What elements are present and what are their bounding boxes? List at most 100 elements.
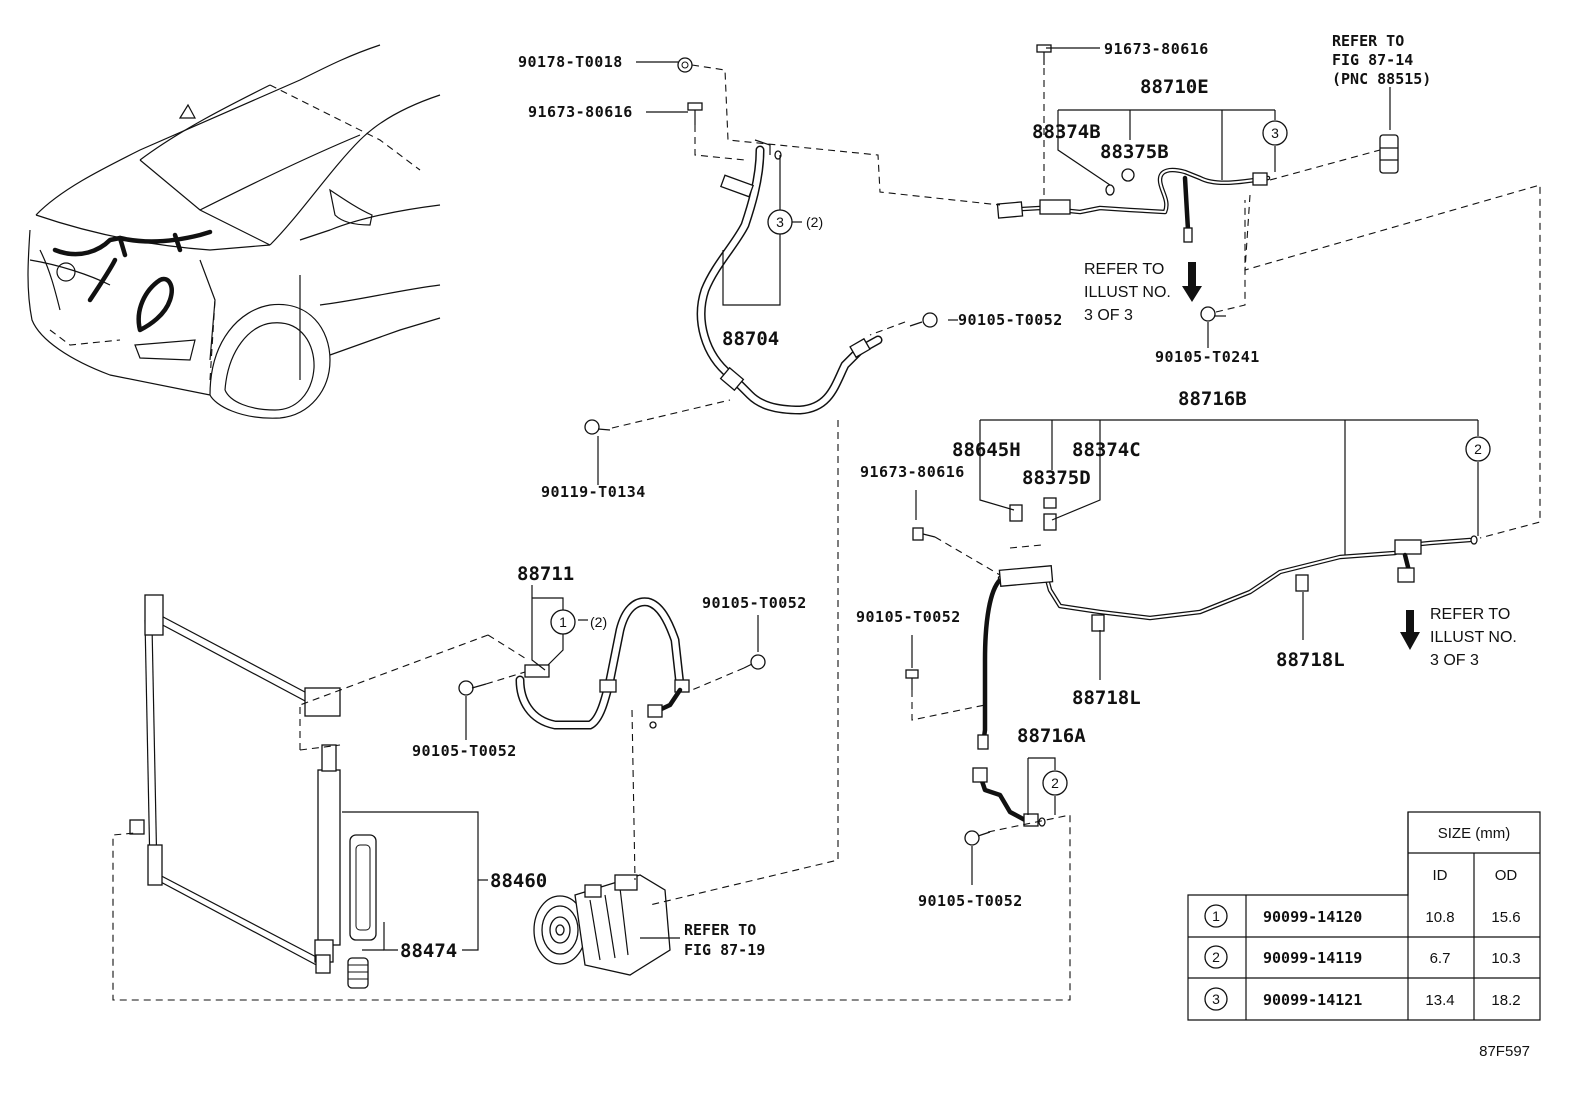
- circle-mark-1: 1: [550, 609, 576, 635]
- label-88718L-a: 88718L: [1072, 687, 1141, 709]
- label-90119-T0134: 90119-T0134: [541, 483, 646, 501]
- svg-text:REFER TO: REFER TO: [1430, 606, 1510, 623]
- note-refer-illust-top: REFER TO ILLUST NO. 3 OF 3: [1084, 261, 1171, 324]
- arrow-down-icon: [1182, 262, 1202, 302]
- size-table-col-id: ID: [1433, 867, 1448, 884]
- label-88645H: 88645H: [952, 439, 1021, 461]
- bolt-90105-b: [905, 669, 919, 690]
- circle-mark-3-b: 3: [1262, 120, 1288, 146]
- circle-mark-2-b: 2: [1042, 770, 1068, 796]
- figure-code: 87F597: [1479, 1043, 1530, 1060]
- label-88474: 88474: [400, 940, 457, 962]
- svg-text:3: 3: [1271, 125, 1279, 141]
- bolt-90105-c: [964, 830, 991, 846]
- svg-text:3 OF 3: 3 OF 3: [1430, 652, 1479, 669]
- svg-text:(PNC 88515): (PNC 88515): [1332, 70, 1431, 88]
- label-88375B: 88375B: [1100, 141, 1169, 163]
- bolt-91673-a: [687, 102, 703, 125]
- label-88718L-b: 88718L: [1276, 649, 1345, 671]
- note-refer-fig-87-14: REFER TO FIG 87-14 (PNC 88515): [1332, 32, 1431, 88]
- label-88460: 88460: [490, 870, 547, 892]
- svg-text:REFER TO: REFER TO: [1332, 32, 1404, 50]
- qty-mark-1: (2): [590, 614, 607, 630]
- size-table: SIZE (mm) ID OD 1 90099-14120 10.8 15.6 …: [1187, 811, 1541, 1021]
- circle-mark-2-a: 2: [1465, 436, 1491, 462]
- label-90105-T0241: 90105-T0241: [1155, 348, 1260, 366]
- compressor: [533, 874, 671, 976]
- svg-text:2: 2: [1212, 949, 1220, 965]
- label-88711: 88711: [517, 563, 574, 585]
- svg-text:3: 3: [776, 214, 784, 230]
- condenser-88460: [129, 594, 341, 974]
- hose-88711: [515, 597, 690, 730]
- svg-text:15.6: 15.6: [1491, 909, 1520, 926]
- svg-text:REFER TO: REFER TO: [684, 921, 756, 939]
- tube-88710E: [996, 167, 1271, 243]
- table-row: 2 90099-14119 6.7 10.3: [1204, 945, 1521, 969]
- label-88716B: 88716B: [1178, 388, 1247, 410]
- label-90105-T0052-d: 90105-T0052: [412, 742, 517, 760]
- svg-text:ILLUST NO.: ILLUST NO.: [1084, 284, 1171, 301]
- svg-text:90099-14120: 90099-14120: [1263, 908, 1362, 926]
- connection-lines: [112, 64, 1541, 1001]
- bolt-90105-e: [743, 654, 766, 670]
- svg-text:FIG 87-14: FIG 87-14: [1332, 51, 1413, 69]
- note-refer-illust-right: REFER TO ILLUST NO. 3 OF 3: [1430, 606, 1517, 669]
- svg-text:90099-14119: 90099-14119: [1263, 949, 1362, 967]
- receiver-88515: [1379, 134, 1399, 174]
- qty-mark-3: (2): [806, 214, 823, 230]
- label-88374C: 88374C: [1072, 439, 1141, 461]
- bolt-90119: [584, 419, 611, 435]
- bolt-90105-d: [458, 680, 487, 696]
- svg-text:10.3: 10.3: [1491, 950, 1520, 967]
- svg-text:REFER TO: REFER TO: [1084, 261, 1164, 278]
- table-row: 3 90099-14121 13.4 18.2: [1204, 987, 1521, 1011]
- svg-text:1: 1: [1212, 908, 1220, 924]
- hose-88704: [696, 139, 883, 415]
- vehicle-ac-lines: [52, 229, 213, 333]
- label-91673-80616-a: 91673-80616: [528, 103, 633, 121]
- label-88374B: 88374B: [1032, 121, 1101, 143]
- svg-text:6.7: 6.7: [1430, 950, 1451, 967]
- svg-text:2: 2: [1051, 775, 1059, 791]
- tube-88716B: [980, 497, 1478, 748]
- svg-text:10.8: 10.8: [1425, 909, 1454, 926]
- note-refer-fig-87-19: REFER TO FIG 87-19: [684, 921, 765, 959]
- label-88716A: 88716A: [1017, 725, 1086, 747]
- vehicle-outline: [27, 44, 441, 419]
- size-table-header: SIZE (mm): [1438, 825, 1511, 842]
- bolt-91673-c: [912, 527, 936, 541]
- svg-text:13.4: 13.4: [1425, 992, 1454, 1009]
- label-88375D: 88375D: [1022, 467, 1091, 489]
- svg-text:ILLUST NO.: ILLUST NO.: [1430, 629, 1517, 646]
- bolt-90105-a: [909, 312, 938, 328]
- label-90105-T0052-b: 90105-T0052: [856, 608, 961, 626]
- tube-88716A: [972, 734, 1046, 827]
- leader-lines: [342, 47, 1479, 951]
- vehicle-callout-lines: [49, 84, 421, 381]
- label-90105-T0052-e: 90105-T0052: [702, 594, 807, 612]
- label-88704: 88704: [722, 328, 779, 350]
- label-91673-80616-c: 91673-80616: [860, 463, 965, 481]
- bolt-90178: [677, 57, 693, 73]
- svg-text:2: 2: [1474, 441, 1482, 457]
- label-91673-80616-b: 91673-80616: [1104, 40, 1209, 58]
- svg-text:18.2: 18.2: [1491, 992, 1520, 1009]
- arrow-down-icon: [1400, 610, 1420, 650]
- svg-text:1: 1: [559, 614, 567, 630]
- svg-text:FIG 87-19: FIG 87-19: [684, 941, 765, 959]
- svg-text:90099-14121: 90099-14121: [1263, 991, 1362, 1009]
- size-table-col-od: OD: [1495, 867, 1518, 884]
- circle-mark-3-a: 3: [767, 209, 793, 235]
- svg-text:3 OF 3: 3 OF 3: [1084, 307, 1133, 324]
- table-row: 1 90099-14120 10.8 15.6: [1204, 904, 1521, 928]
- label-90105-T0052-a: 90105-T0052: [958, 311, 1063, 329]
- bolt-90105-T0241: [1200, 306, 1226, 322]
- svg-text:3: 3: [1212, 991, 1220, 1007]
- label-90178-T0018: 90178-T0018: [518, 53, 623, 71]
- label-90105-T0052-c: 90105-T0052: [918, 892, 1023, 910]
- label-88710E: 88710E: [1140, 76, 1209, 98]
- desiccant-88474: [347, 834, 377, 989]
